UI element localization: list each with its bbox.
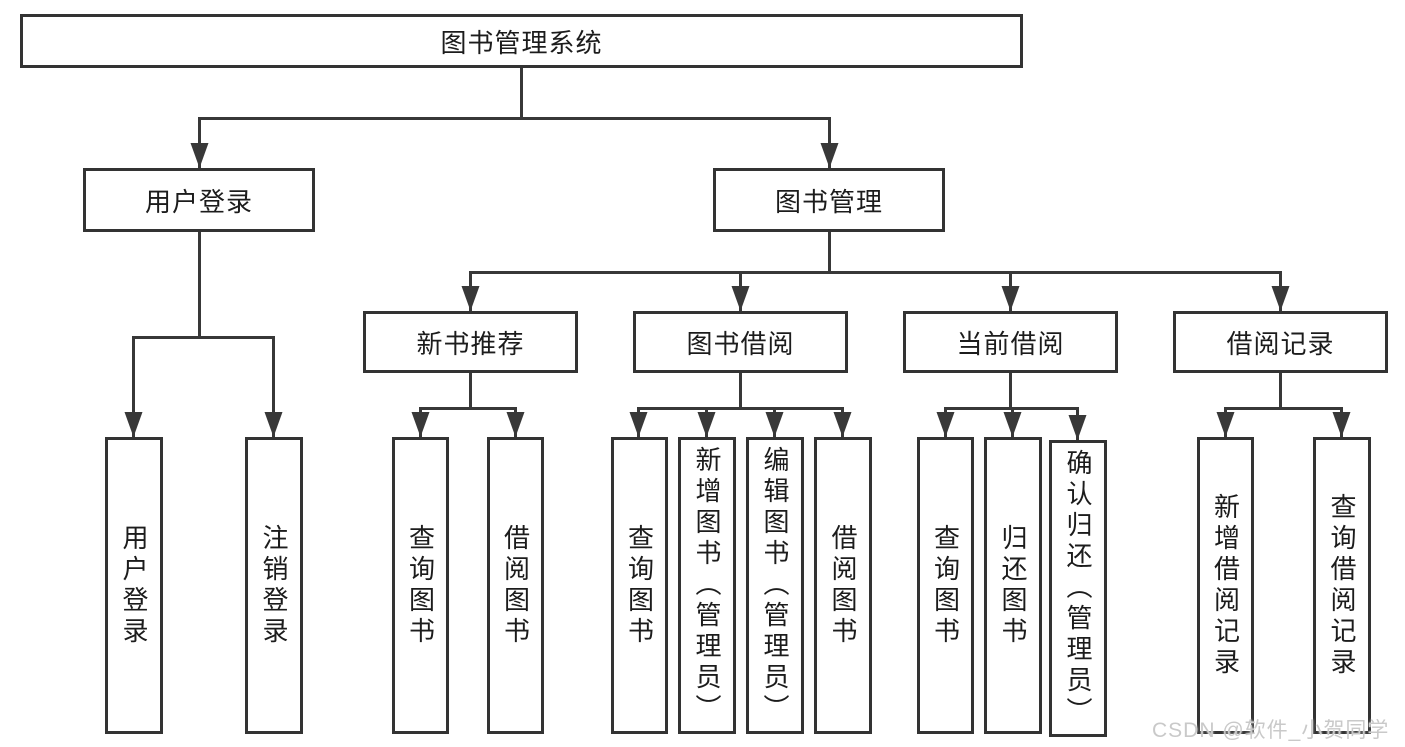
leaf-return-book-label: 归还图书 — [998, 523, 1028, 648]
leaf-logout-label: 注销登录 — [259, 523, 289, 648]
leaf-borrow-books: 借阅图书 — [814, 437, 872, 734]
node-new-book-recommend: 新书推荐 — [363, 311, 578, 373]
node-user-login-module: 用户登录 — [83, 168, 315, 232]
leaf-logout: 注销登录 — [245, 437, 303, 734]
leaf-recommend-borrow-books: 借阅图书 — [487, 437, 544, 734]
node-book-borrow: 图书借阅 — [633, 311, 848, 373]
leaf-borrow-books-label: 借阅图书 — [828, 523, 858, 648]
node-root-label: 图书管理系统 — [440, 27, 603, 58]
node-book-borrow-label: 图书借阅 — [686, 328, 795, 359]
node-borrow-records-label: 借阅记录 — [1226, 328, 1335, 359]
leaf-current-query-books-label: 查询图书 — [930, 523, 961, 648]
leaf-recommend-borrow-books-label: 借阅图书 — [500, 523, 531, 648]
leaf-add-book-admin: 新增图书（管理员） — [678, 437, 736, 734]
leaf-current-query-books: 查询图书 — [917, 437, 974, 734]
csdn-watermark: CSDN @软件_小贺同学 — [1152, 719, 1390, 742]
connector-arrows — [124, 118, 1351, 440]
leaf-query-borrow-record-label: 查询借阅记录 — [1327, 492, 1357, 679]
leaf-user-login: 用户登录 — [105, 437, 163, 734]
connector-rails — [132, 68, 1343, 410]
node-new-book-recommend-label: 新书推荐 — [416, 328, 525, 359]
node-user-login-module-label: 用户登录 — [144, 186, 253, 217]
node-borrow-records: 借阅记录 — [1173, 311, 1388, 373]
leaf-borrow-query-books-label: 查询图书 — [624, 523, 655, 648]
node-current-borrow: 当前借阅 — [903, 311, 1118, 373]
leaf-user-login-label: 用户登录 — [119, 523, 149, 648]
node-book-management: 图书管理 — [713, 168, 945, 232]
leaf-return-book: 归还图书 — [984, 437, 1042, 734]
leaf-add-book-admin-label: 新增图书（管理员） — [692, 446, 722, 725]
leaf-query-borrow-record: 查询借阅记录 — [1313, 437, 1371, 734]
leaf-recommend-query-books: 查询图书 — [392, 437, 449, 734]
node-current-borrow-label: 当前借阅 — [956, 328, 1065, 359]
leaf-confirm-return-admin-label: 确认归还（管理员） — [1063, 449, 1093, 728]
leaf-add-borrow-record-label: 新增借阅记录 — [1210, 492, 1241, 679]
node-book-management-label: 图书管理 — [774, 186, 883, 217]
leaf-confirm-return-admin: 确认归还（管理员） — [1049, 440, 1107, 737]
node-root: 图书管理系统 — [20, 14, 1023, 68]
leaf-recommend-query-books-label: 查询图书 — [405, 523, 436, 648]
leaf-add-borrow-record: 新增借阅记录 — [1197, 437, 1254, 734]
leaf-borrow-query-books: 查询图书 — [611, 437, 668, 734]
leaf-edit-book-admin: 编辑图书（管理员） — [746, 437, 804, 734]
leaf-edit-book-admin-label: 编辑图书（管理员） — [760, 446, 790, 725]
